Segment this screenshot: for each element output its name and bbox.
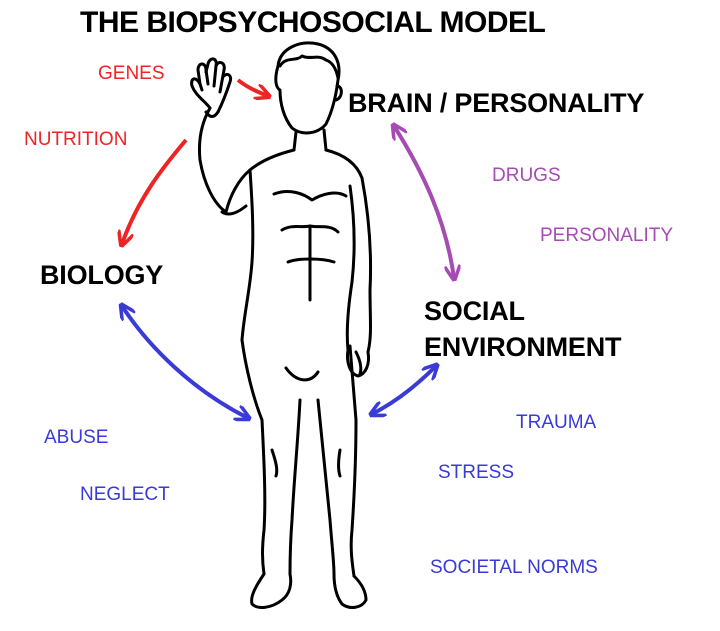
factor-genes: GENES: [98, 63, 165, 84]
node-biology: BIOLOGY: [40, 260, 164, 290]
factor-stress: STRESS: [438, 462, 515, 483]
factor-trauma: TRAUMA: [516, 412, 597, 433]
social-figure-arrow: [372, 366, 436, 414]
factor-nutrition: NUTRITION: [24, 129, 128, 150]
genes-arrow: [236, 78, 268, 96]
node-brain-personality: BRAIN / PERSONALITY: [348, 88, 645, 118]
human-figure-icon: [190, 41, 373, 609]
factor-neglect: NEGLECT: [80, 484, 170, 505]
node-social-line2: ENVIRONMENT: [424, 332, 622, 362]
factor-societal-norms: SOCIETAL NORMS: [430, 557, 598, 578]
brain-social-arrow: [394, 126, 454, 278]
nutrition-arrow: [122, 138, 188, 244]
factor-personality: PERSONALITY: [540, 225, 674, 246]
diagram-title: THE BIOPSYCHOSOCIAL MODEL: [80, 6, 546, 39]
biology-figure-arrow: [122, 306, 248, 418]
factor-drugs: DRUGS: [492, 165, 561, 186]
node-social-line1: SOCIAL: [424, 296, 525, 326]
factor-abuse: ABUSE: [44, 427, 109, 448]
